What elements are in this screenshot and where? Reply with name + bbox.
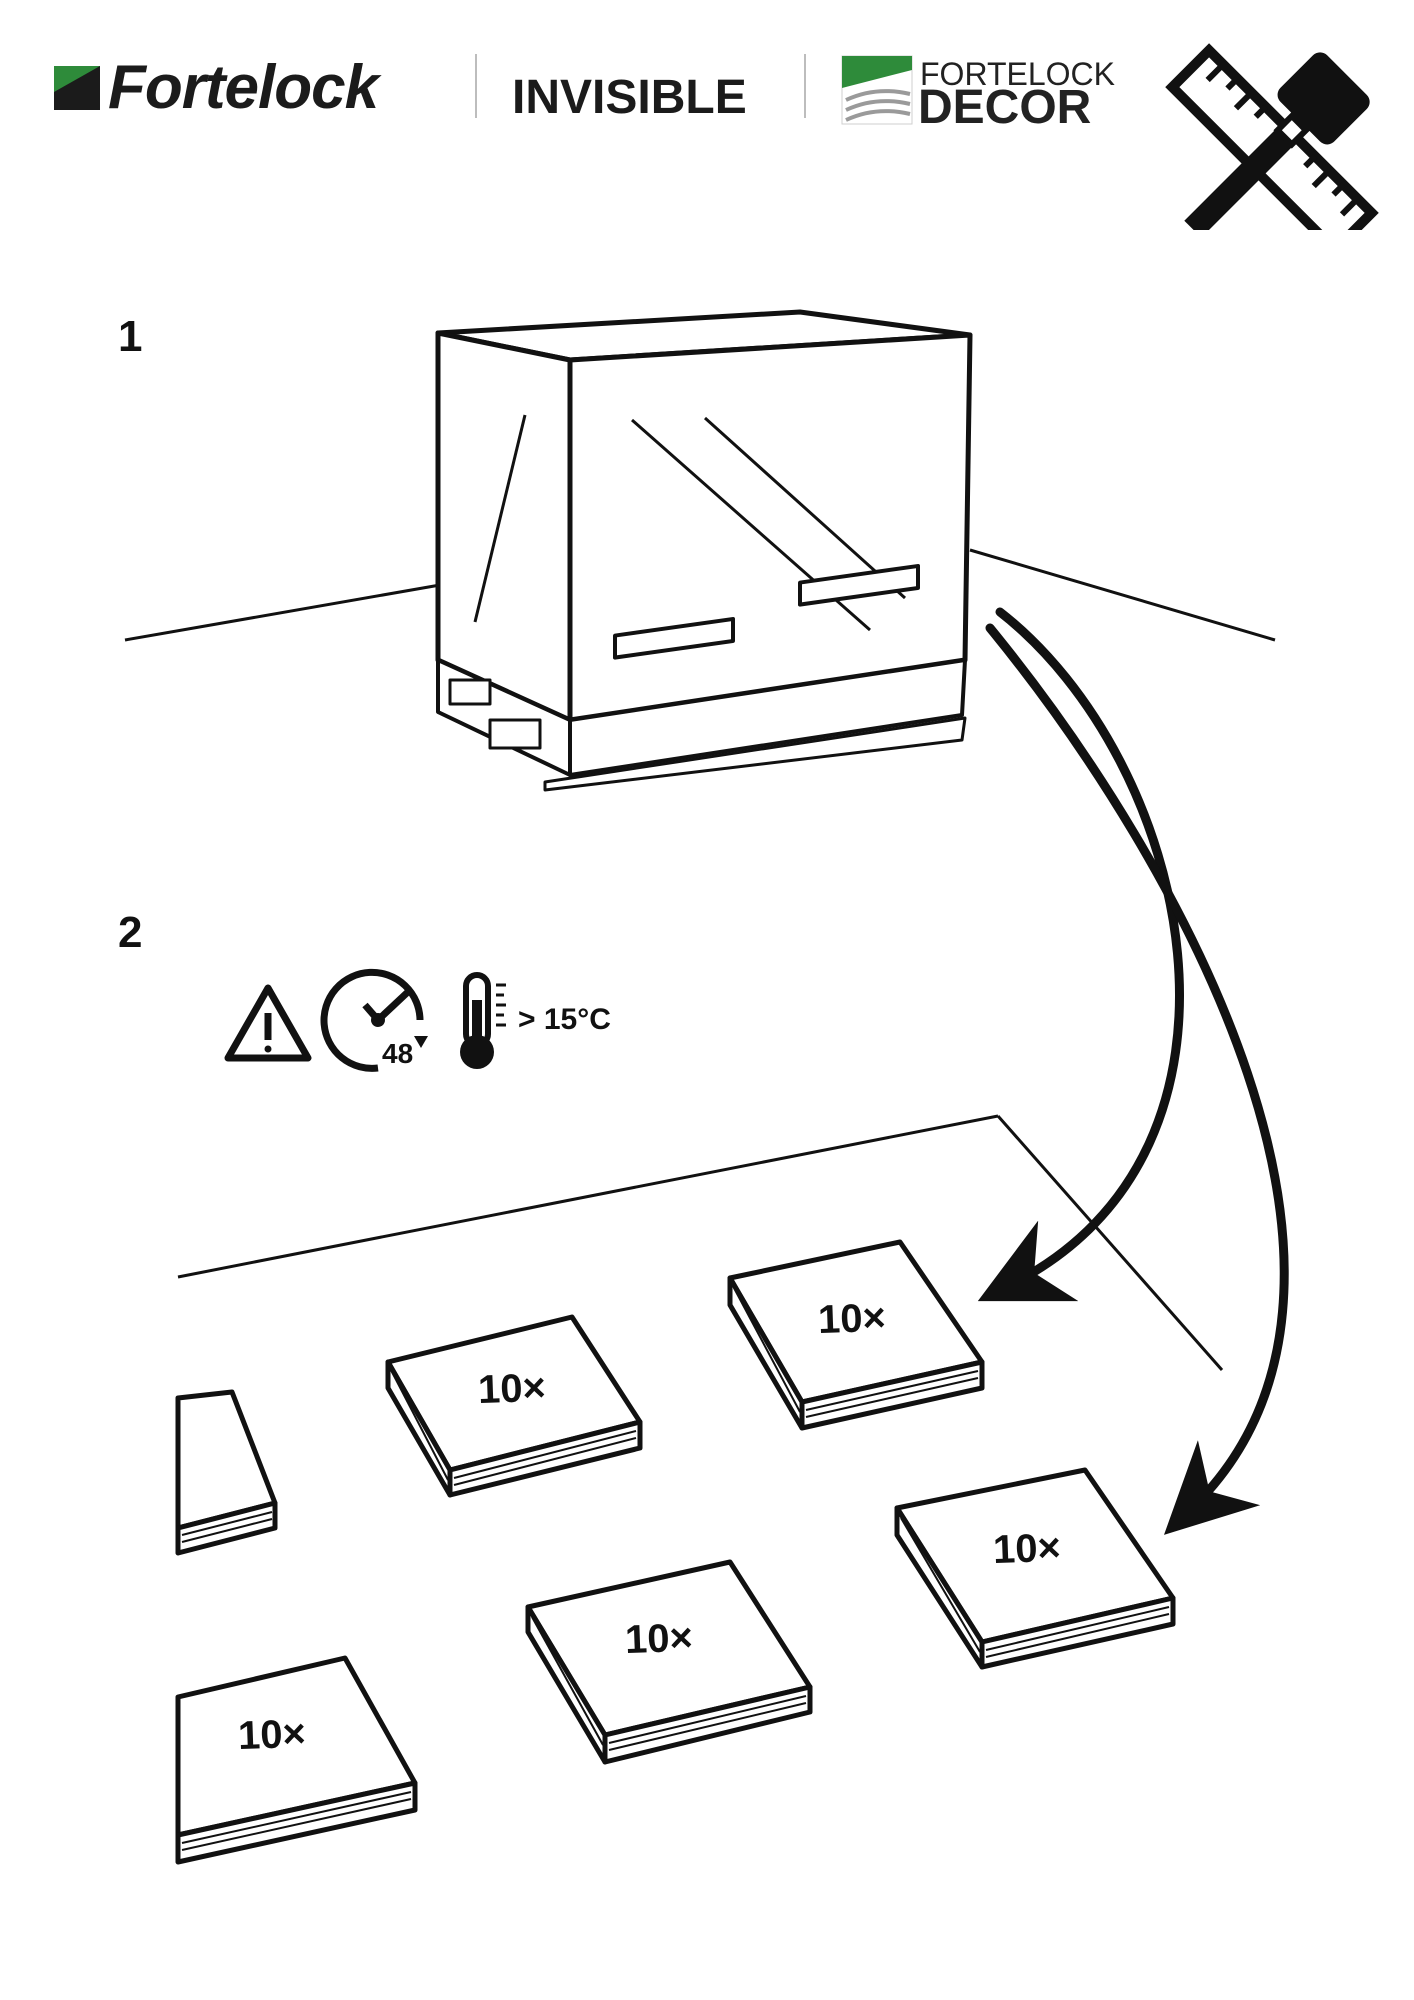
tile-pack (894, 1467, 1176, 1670)
temperature-label: > 15°C (518, 1003, 611, 1036)
warning-triangle-icon (224, 984, 312, 1062)
pack-quantity-label: 10× (817, 1295, 887, 1343)
header-divider (804, 54, 806, 118)
room-floor-lines (124, 548, 1276, 642)
invisible-logo-text: INVISIBLE (512, 71, 747, 124)
fortemix-tag-icon (54, 66, 100, 110)
pack-quantity-label: 10× (624, 1615, 694, 1663)
step-number-2: 2 (118, 908, 143, 957)
step-number-1: 1 (118, 312, 143, 361)
wrapped-pallet (435, 309, 973, 792)
pack-quantity-label: 10× (992, 1525, 1062, 1573)
thermometer-icon (460, 972, 506, 1069)
header: Fortelock INVISIBLE FORTELOCK DECOR (0, 0, 1414, 230)
pack-quantity-label: 10× (477, 1365, 547, 1413)
header-divider (475, 54, 477, 118)
tile-pack (727, 1239, 985, 1431)
fortelock-logo-text: Fortelock (108, 53, 379, 122)
arrow-to-pack (985, 623, 1289, 1535)
arrows (977, 607, 1289, 1535)
arrow-to-pack (977, 607, 1184, 1302)
pack-quantity-label: 10× (237, 1711, 307, 1759)
decor-logo-line1: FORTELOCK (920, 56, 1115, 92)
clock-timer-icon (320, 968, 428, 1072)
tools-icon (1165, 43, 1379, 230)
tile-pack (175, 1655, 418, 1865)
acclimatization-hours-label: 48 (382, 1038, 414, 1069)
tile-pack (525, 1559, 813, 1765)
room-floor-lines (177, 1114, 1224, 1371)
tile-pack (385, 1314, 643, 1498)
tile-pack (175, 1389, 278, 1556)
header-art (54, 43, 1379, 230)
decor-logo-line2: DECOR (918, 81, 1092, 134)
decor-logo-icon (841, 55, 913, 125)
